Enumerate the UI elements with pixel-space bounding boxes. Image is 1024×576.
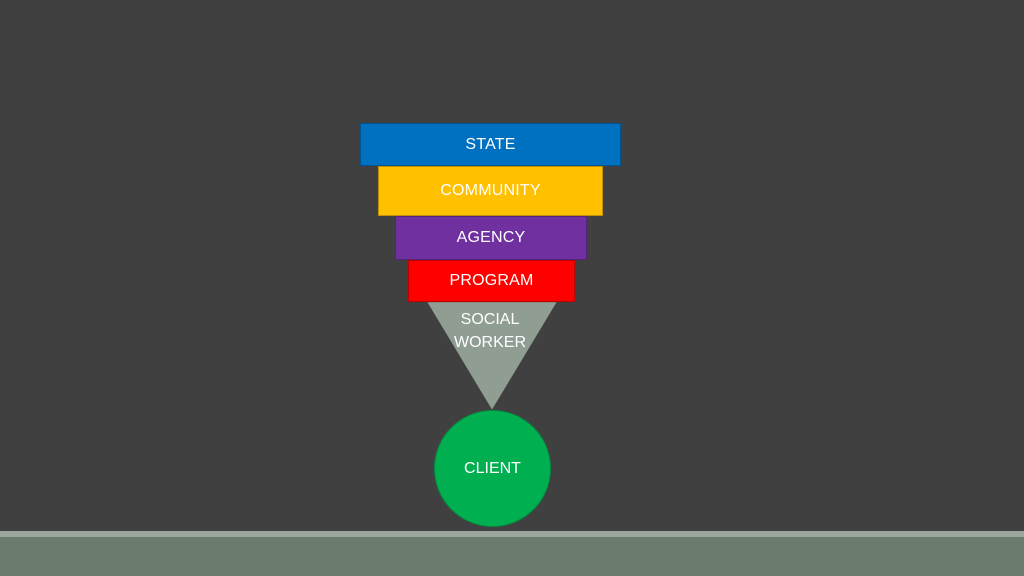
- tier-program: PROGRAM: [408, 260, 575, 302]
- tier-state: STATE: [360, 123, 621, 166]
- social-worker-funnel: [427, 302, 557, 410]
- ground-band: [0, 537, 1024, 576]
- client-circle: CLIENT: [434, 410, 551, 527]
- social-worker-line-2: WORKER: [454, 334, 526, 351]
- ground-line: [0, 531, 1024, 537]
- social-worker-line-1: SOCIAL: [460, 311, 520, 328]
- funnel-triangle: [427, 302, 557, 410]
- social-worker-label: SOCIAL WORKER: [440, 308, 540, 354]
- tier-agency: AGENCY: [395, 216, 587, 260]
- tier-community: COMMUNITY: [378, 166, 603, 216]
